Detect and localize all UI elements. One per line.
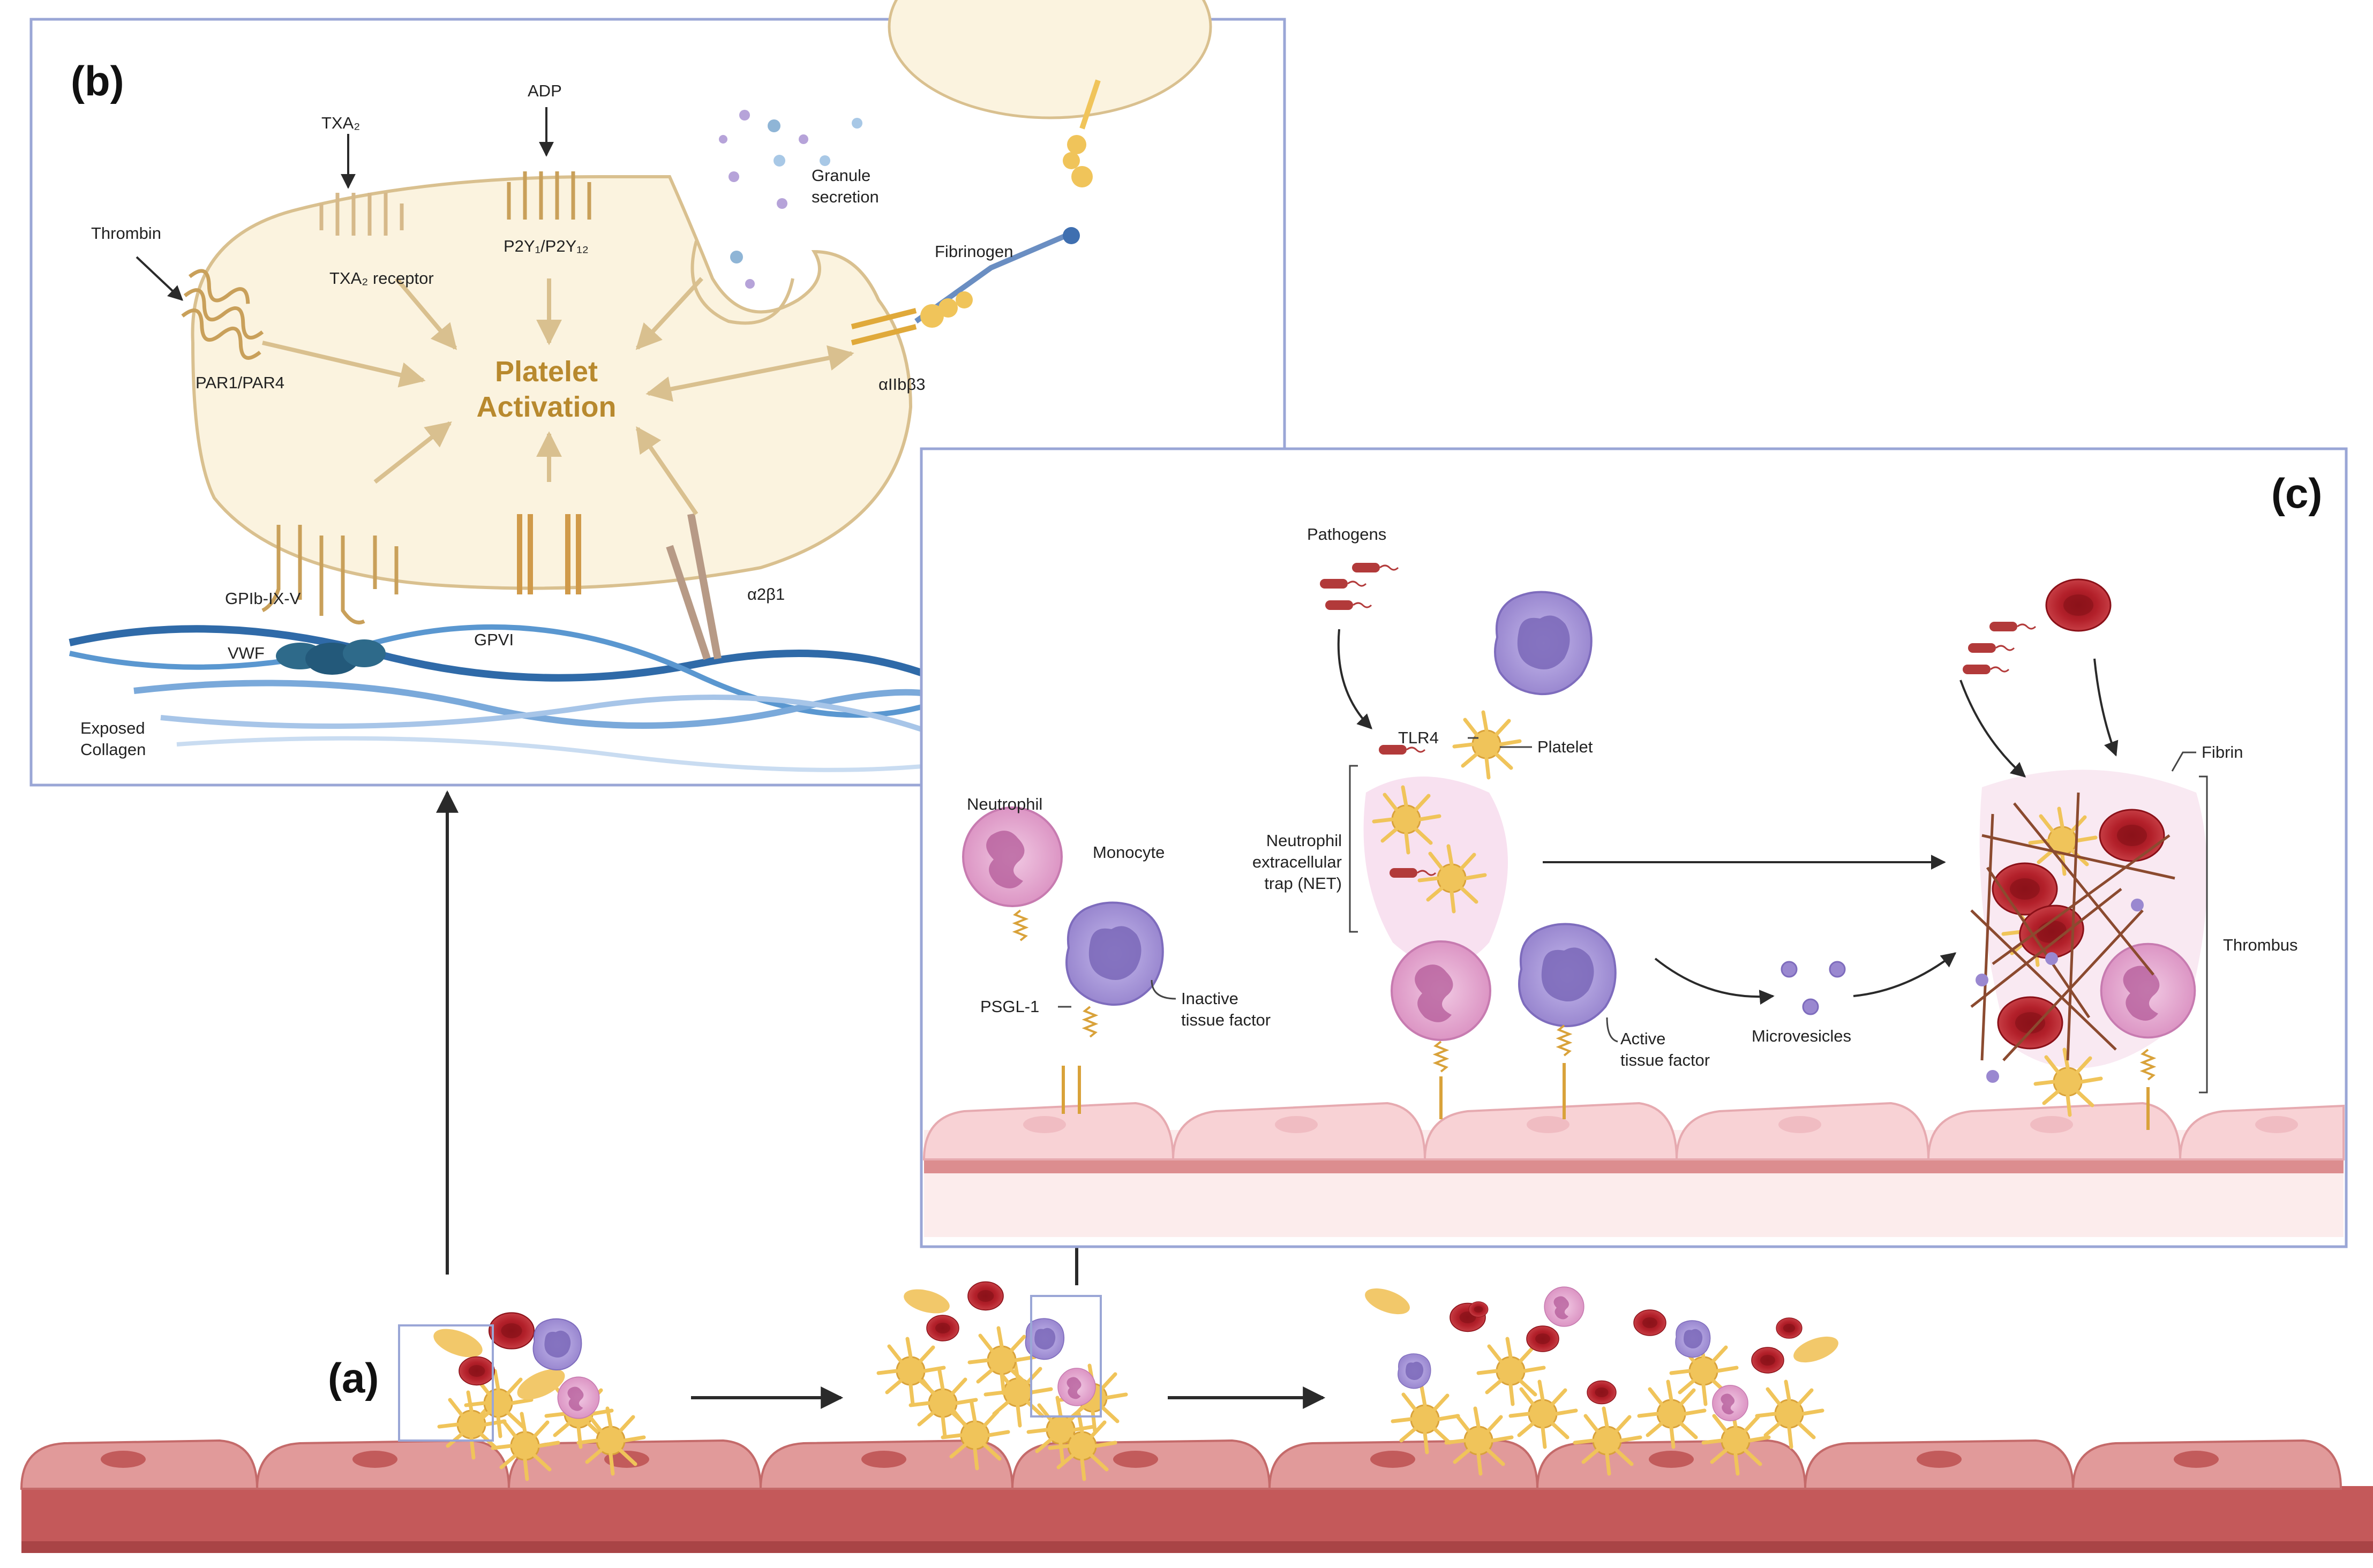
collagen-label-1: Exposed [80,719,145,737]
microvesicles-label: Microvesicles [1752,1027,1851,1045]
thrombin-label: Thrombin [91,224,161,243]
platelet-label: Platelet [1537,737,1593,756]
stage-2-cells [878,1281,1126,1479]
stage-3-cells [1365,1286,1838,1474]
thrombus-label: Thrombus [2223,936,2298,954]
monocyte-label: Monocyte [1093,843,1165,862]
thrombus-icon [1962,578,2208,1130]
par-label: PAR1/PAR4 [196,373,284,392]
psgl-label: PSGL-1 [980,997,1039,1016]
monocyte-icon [1518,923,1617,1028]
panel-a: (a) [20,790,2373,1553]
p2y-label: P2Y₁/P2Y₁₂ [504,237,589,255]
vwf-icon [276,639,386,675]
panel-c: (c) Pathogens TLR4 Platelet Neutrophil e… [920,447,2348,1248]
endothelial-cell-icon [922,1102,2345,1160]
inactive-tf-label-1: Inactive [1181,989,1238,1008]
active-tf-label-2: tissue factor [1620,1051,1710,1069]
collagen-fiber-icon [69,624,978,772]
adp-label: ADP [528,81,562,100]
panel-a-label: (a) [328,1354,379,1401]
collagen-label-2: Collagen [80,740,146,759]
a2b1-label: α2β1 [747,585,785,604]
tlr4-label: TLR4 [1398,728,1439,747]
fibrin-label: Fibrin [2202,743,2243,762]
activation-arrows [262,277,854,516]
activation-line-2: Activation [476,391,616,423]
inactive-tf-label-2: tissue factor [1181,1011,1271,1029]
granule-icons [719,110,862,289]
platelet-cell-icon [191,175,913,590]
granule-label-2: secretion [812,187,879,206]
granule-label-1: Granule [812,166,870,185]
txa2-receptor-label: TXA₂ receptor [329,269,434,288]
neutrophil-icon [1391,940,1491,1041]
net-label-3: trap (NET) [1264,874,1342,893]
pathogens-label: Pathogens [1307,525,1386,544]
red-blood-cell-icon [2045,578,2112,632]
txa2-label: TXA₂ [321,114,360,132]
aiib-label: αIIbβ3 [878,375,925,394]
net-label-1: Neutrophil [1266,831,1342,850]
fibrinogen-icon [914,79,1101,328]
microvesicle-icons [1781,961,1846,1015]
stage-1-cells [398,1312,644,1479]
fibrinogen-label: Fibrinogen [935,242,1013,261]
vwf-label: VWF [228,644,265,662]
active-tf-label-1: Active [1620,1029,1665,1048]
monocyte-icon [1494,591,1593,696]
gpib-label: GPIb-IX-V [225,589,301,608]
neutrophil-icon [962,806,1063,907]
receptor-icon [181,171,917,660]
monocyte-icon [1065,901,1164,1006]
neutrophil-label: Neutrophil [967,795,1042,813]
gpvi-label: GPVI [474,630,514,649]
activation-line-1: Platelet [495,356,598,388]
panel-b-label: (b) [71,57,124,104]
panel-c-label: (c) [2271,470,2322,517]
net-label-2: extracellular [1252,853,1342,871]
